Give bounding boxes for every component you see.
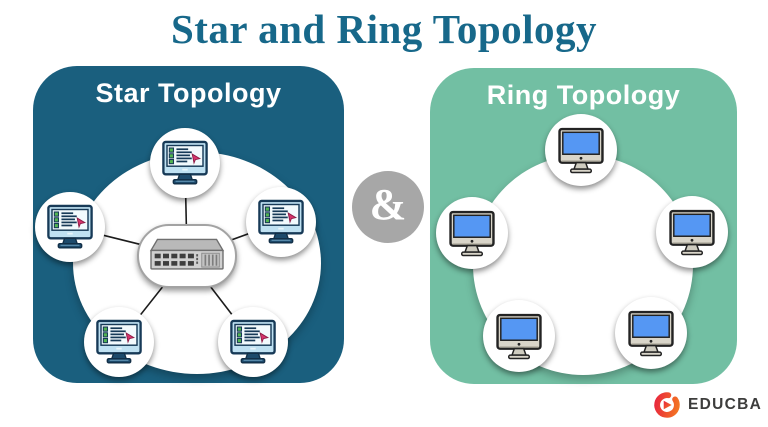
star-node-bottom-left <box>84 307 154 377</box>
star-node-bottom-right <box>218 307 288 377</box>
star-node-right <box>246 187 316 257</box>
checklist-computer-icon <box>158 138 212 189</box>
educba-play-icon <box>654 392 680 418</box>
star-topology-panel: Star Topology <box>33 66 344 383</box>
star-node-top <box>150 128 220 198</box>
imac-computer-icon <box>491 310 547 363</box>
ampersand-label: & <box>369 180 407 229</box>
ring-node-bottom-right <box>615 297 687 369</box>
central-hub <box>137 224 237 288</box>
imac-computer-icon <box>444 207 500 260</box>
network-switch-icon <box>146 232 228 280</box>
imac-computer-icon <box>553 124 609 177</box>
imac-computer-icon <box>623 307 679 360</box>
checklist-computer-icon <box>226 317 280 368</box>
star-node-left <box>35 192 105 262</box>
educba-wordmark: EDUCBA <box>688 396 763 413</box>
star-panel-title: Star Topology <box>95 78 282 108</box>
ring-node-left <box>436 197 508 269</box>
educba-logo: EDUCBA <box>652 390 762 420</box>
ring-panel-title: Ring Topology <box>486 80 681 110</box>
page-title: Star and Ring Topology <box>170 6 598 52</box>
imac-computer-icon <box>664 206 720 259</box>
ring-node-bottom-left <box>483 300 555 372</box>
ring-node-right <box>656 196 728 268</box>
ampersand-badge: & <box>352 171 424 243</box>
ring-topology-panel: Ring Topology <box>430 68 737 384</box>
checklist-computer-icon <box>254 197 308 248</box>
checklist-computer-icon <box>92 317 146 368</box>
checklist-computer-icon <box>43 202 97 253</box>
ring-node-top <box>545 114 617 186</box>
